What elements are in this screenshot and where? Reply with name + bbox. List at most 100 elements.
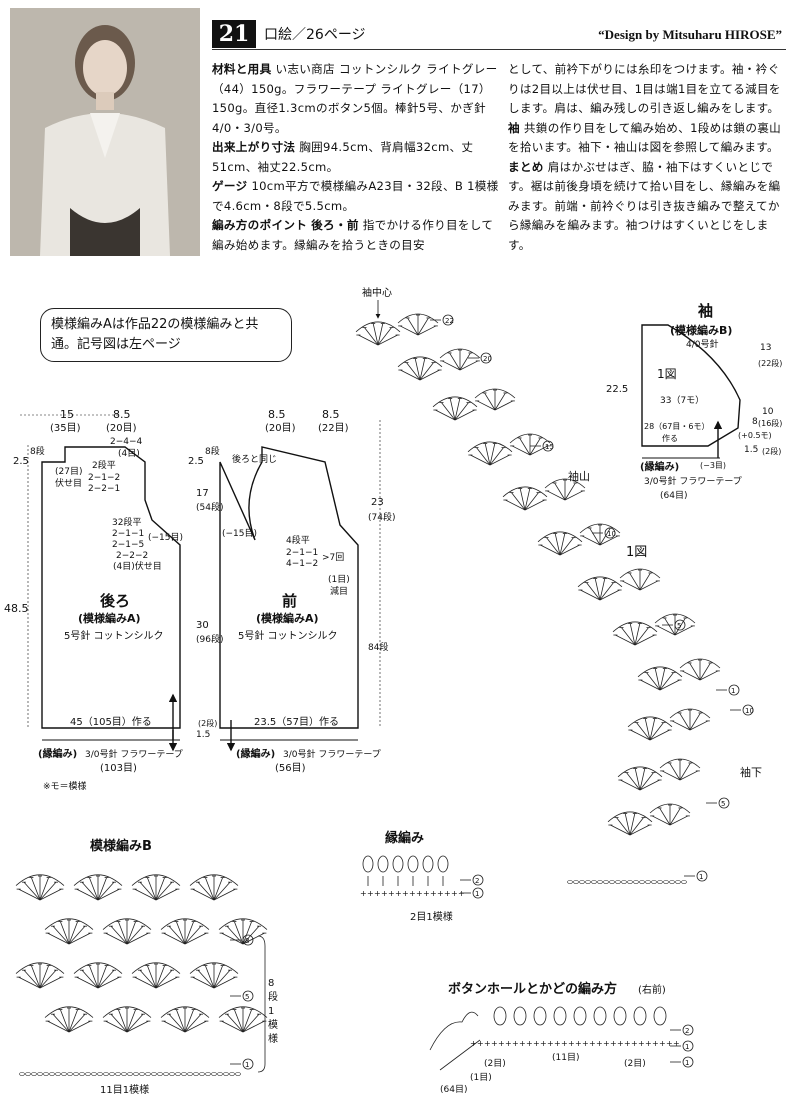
svg-text:+: + [554,1039,561,1048]
chart1-row-4: 5 [677,622,681,630]
buttonhole-row-2: 1 [685,1059,689,1067]
svg-text:+: + [360,889,367,898]
back-arm3: 2−1−5 [112,540,144,550]
svg-text:+: + [610,1039,617,1048]
buttonhole-sub: (右前) [638,983,666,996]
sleeve-r13-rows: (22段) [758,358,782,368]
svg-text:+: + [547,1039,554,1048]
svg-text:+: + [645,1039,652,1048]
edging-repeat: 2目1模様 [410,910,453,923]
pattern-b-repeat-4: 模 [268,1019,278,1031]
front-h30-rows: (96段) [196,633,223,645]
page-reference: 口絵／26ページ [264,27,366,43]
sleeve-r10: 10 [762,407,774,417]
front-top-stitch2: (22目) [318,423,349,434]
svg-text:+: + [430,889,437,898]
svg-text:+: + [561,1039,568,1048]
pattern-b-row-1: 5 [245,993,249,1001]
gauge-heading: ゲージ [212,179,248,193]
sleeve-title: 袖 [698,302,713,320]
sleeve-make: 作る [662,433,678,443]
back-piece-diagram: 15 (35目) 8.5 (20目) 2−4−4 (4目) 2.5 8段 (27… [4,408,183,792]
front-h23: 23 [371,497,384,508]
back-arm1: 32段平 [112,516,141,528]
sleeve-r13: 13 [760,343,771,353]
pattern-b-row-2: 1 [245,1061,249,1069]
front-neck1: 4段平 [286,534,310,546]
finish-text: 肩はかぶせはぎ、脇・袖下はすくいとじです。裾は前後身頃を続けて拾い目をし、縁編み… [508,159,781,252]
svg-text:+: + [451,889,458,898]
svg-text:+: + [416,889,423,898]
chart1-row-5: 1 [731,687,735,695]
front-h17: 17 [196,488,209,499]
sleeve-r10-rows: (16段) [758,418,782,428]
svg-text:+: + [673,1039,680,1048]
svg-text:+: + [367,889,374,898]
chart1-row-0: 22 [445,317,454,325]
edging-row-1: 1 [475,890,479,898]
chart-fig1: 1図 [626,545,647,560]
svg-text:+: + [402,889,409,898]
buttonhole-c1: (1目) [470,1072,492,1083]
materials-text: い志い商店 コットンシルク ライトグレー（44）150g。フラワーテープ ライト… [212,62,498,135]
back-outline [41,446,181,729]
front-pattern: (模様編みA) [256,611,319,625]
svg-text:+: + [638,1039,645,1048]
sleeve-height: 22.5 [606,384,628,395]
edging-chart: 縁編み +++++++++++++++21 2目1模様 [360,830,484,923]
svg-text:+: + [388,889,395,898]
svg-text:+: + [659,1039,666,1048]
svg-text:+: + [395,889,402,898]
sleeve-pattern: (模様編みB) [670,323,732,337]
sleeve-r15: 1.5 [744,445,758,455]
back-arm4: 2−2−2 [116,551,148,561]
sleeve-hook: 4/0号針 [686,338,719,350]
back-edge-label: (縁編み) [38,747,77,760]
back-arm2: 2−1−1 [112,529,144,539]
svg-text:+: + [437,889,444,898]
back-shoulder-cm: 2.5 [13,456,29,467]
header-rule [212,49,786,50]
back-top-stitch1: (35目) [50,423,81,434]
back-top-stitch2: (20目) [106,423,137,434]
sleeve-heading: 袖 [508,120,520,135]
size-heading: 出来上がり寸法 [212,140,296,154]
back-needle: 5号針 コットンシルク [64,629,164,642]
svg-text:+: + [582,1039,589,1048]
buttonhole-c64: (64目) [440,1084,467,1095]
points-heading: 編み方のポイント [212,218,308,232]
svg-text:+: + [603,1039,610,1048]
edging-row-0: 2 [475,877,479,885]
sleeve-schematic: 袖 (模様編みB) 4/0号針 1図 22.5 33（7モ） 28（67目・6モ… [606,302,782,501]
svg-text:+: + [666,1039,673,1048]
body-text: として、前衿下がりには糸印をつけます。袖・衿ぐりは2目以上は伏せ目、1目は端1目… [508,62,781,115]
svg-text:+: + [631,1039,638,1048]
chart-sleeve-center: 袖中心 [362,286,392,299]
front-title: 前 [282,592,297,610]
points-subheading: 後ろ・前 [311,218,359,232]
sleeve-edge-needle: 3/0号針 フラワーテープ [644,475,742,487]
back-shoulder-rows: 8段 [30,445,45,457]
pattern-b-repeat-1: 8 [268,978,274,989]
instructions-col2: として、前衿下がりには糸印をつけます。袖・衿ぐりは2目以上は伏せ目、1目は端1目… [508,60,786,255]
back-height: 48.5 [4,602,29,615]
back-bindoff-count: (27目) [55,466,82,477]
back-edge-stitches: (103目) [100,763,137,774]
buttonhole-chart: ボタンホールとかどの編み方 (右前) +++++++++++++++++++++… [429,981,694,1095]
front-edge-h: 1.5 [196,730,210,740]
buttonhole-stitches: ++++++++++++++++++++++++++++++211 [429,1006,694,1071]
svg-text:+: + [589,1039,596,1048]
chart-underarm: 袖下 [740,765,762,779]
sleeve-r15-rows: (2段) [762,446,781,456]
materials-heading: 材料と用具 [212,62,272,76]
front-shoulder-cm: 2.5 [188,456,204,467]
svg-text:+: + [519,1039,526,1048]
svg-text:+: + [526,1039,533,1048]
back-shoulder-st2: 2−1−2 [88,473,120,483]
buttonhole-row-1: 1 [685,1043,689,1051]
svg-text:+: + [444,889,451,898]
svg-text:+: + [477,1039,484,1048]
pattern-b-repeat-3: 1 [268,1006,274,1017]
